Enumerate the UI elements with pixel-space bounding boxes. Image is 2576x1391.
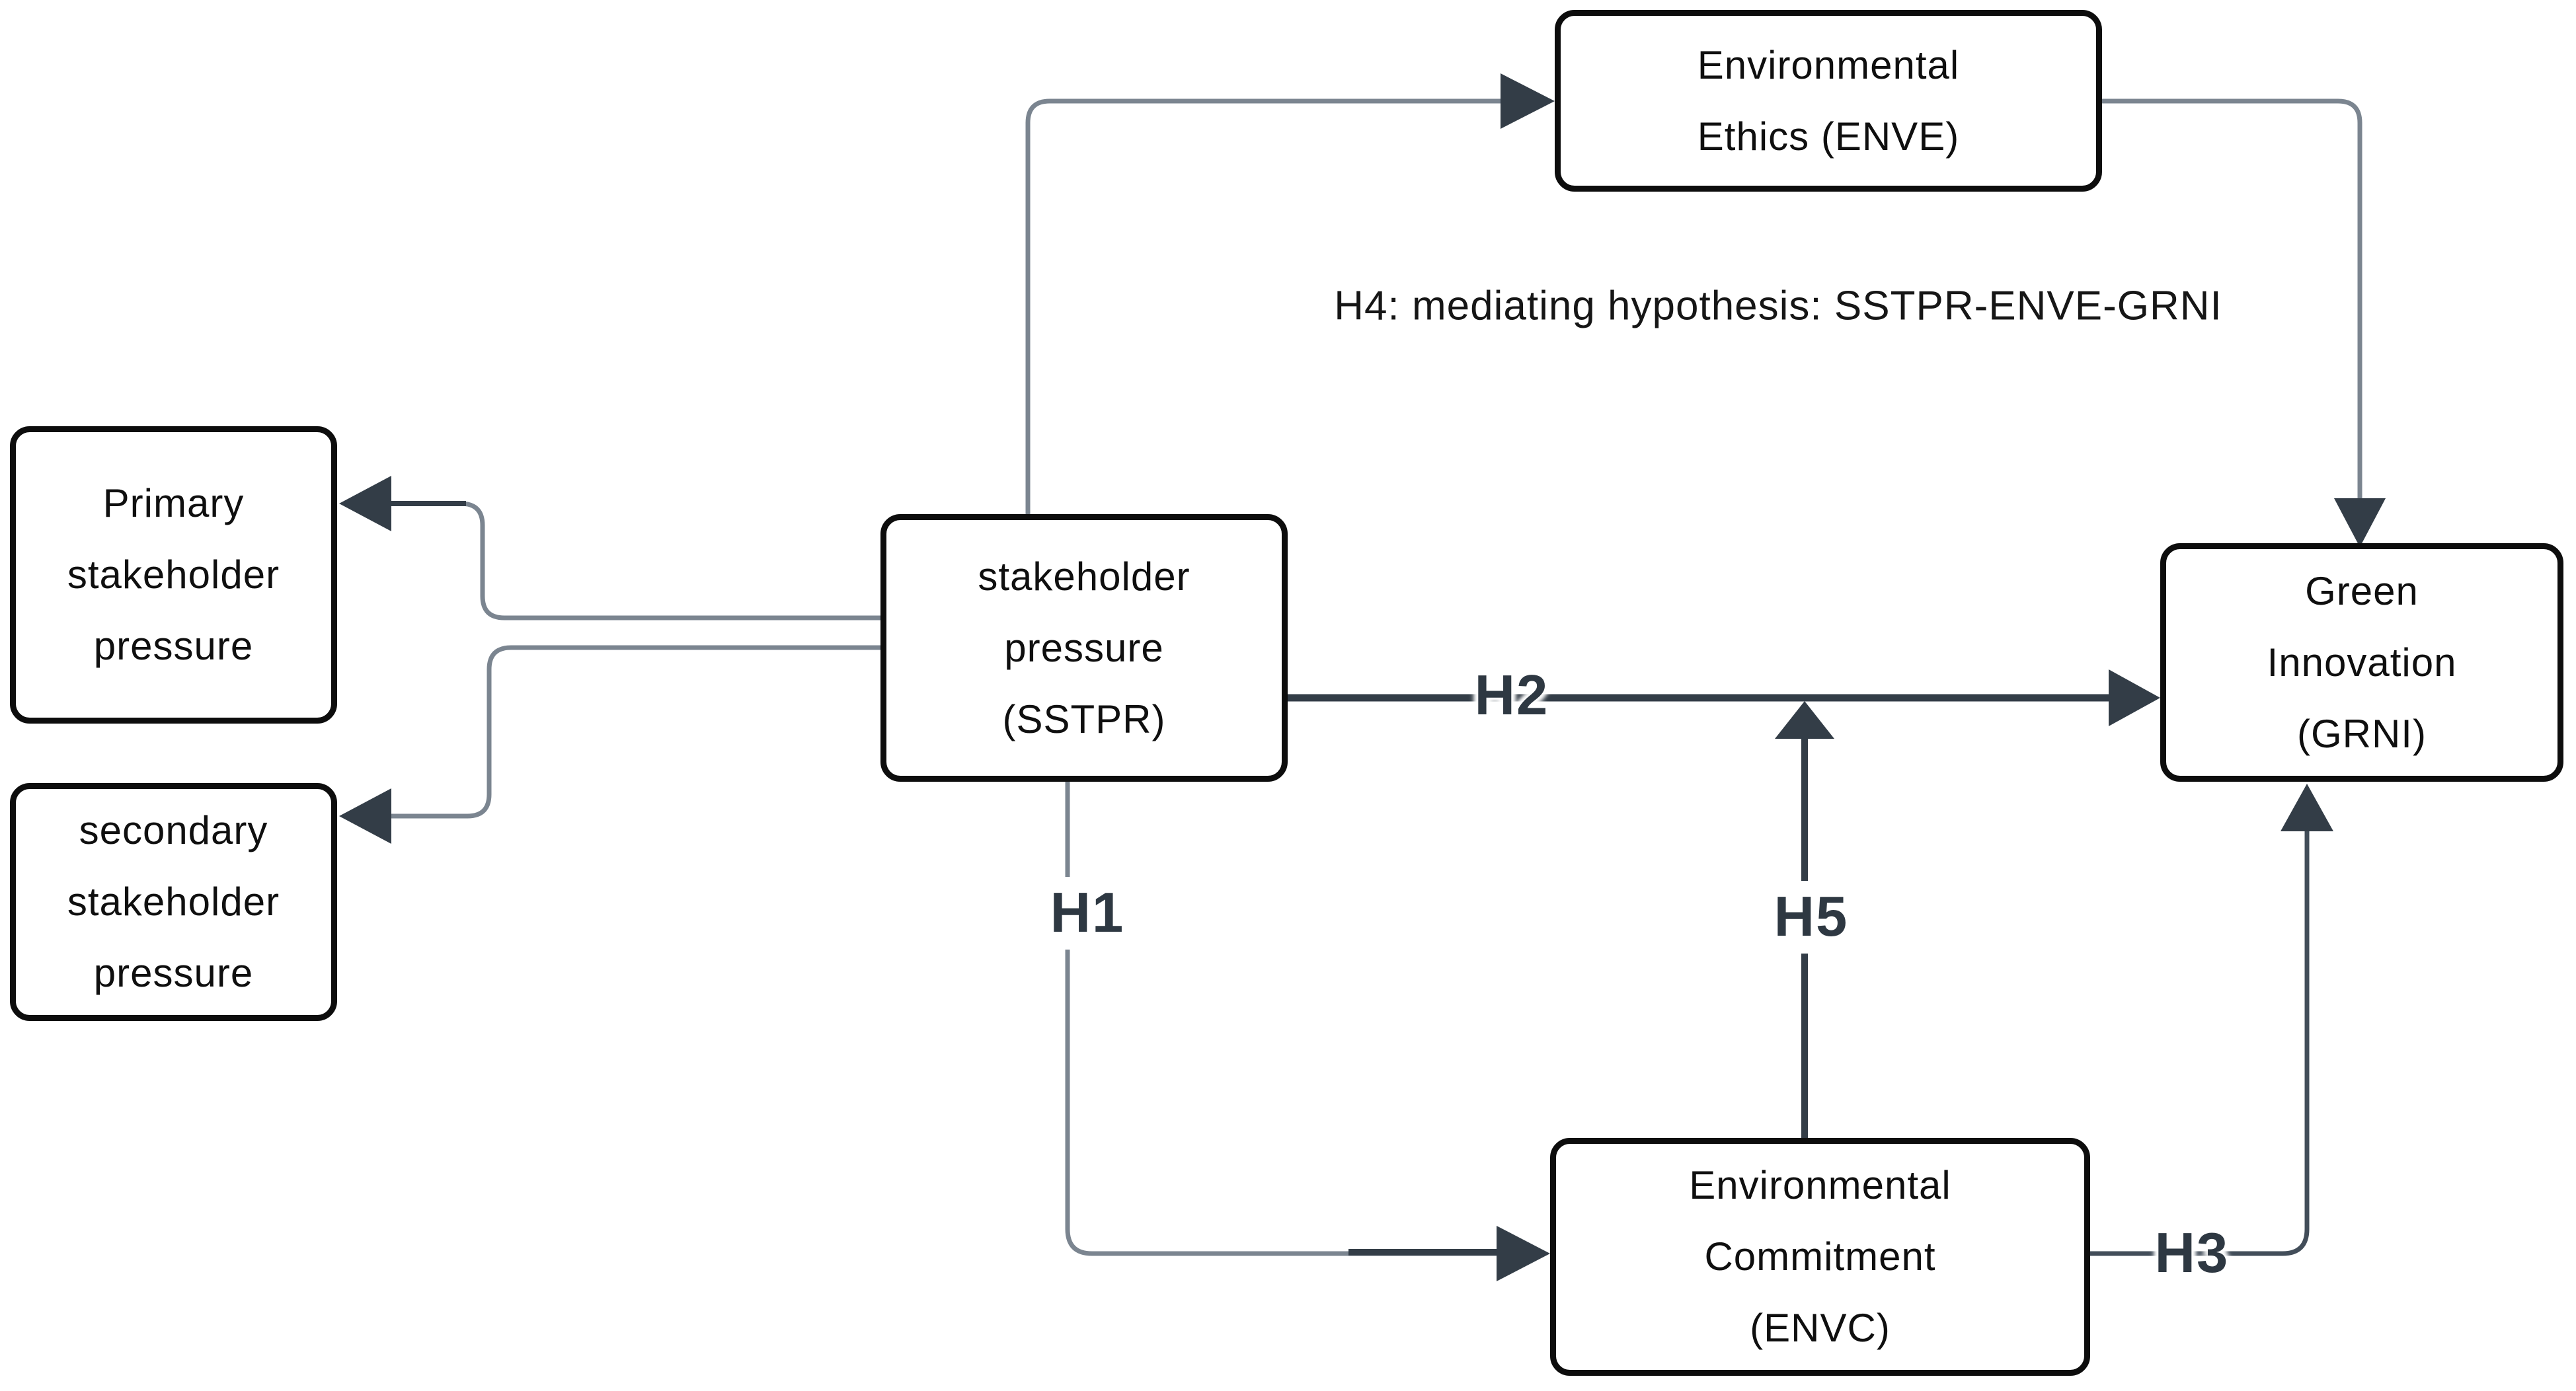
arrowhead-grni-bottom (2281, 784, 2333, 831)
box-grni-line2: Innovation (2267, 640, 2457, 685)
box-secondary-stakeholder: secondary stakeholder pressure (10, 783, 337, 1021)
arrowhead-primary (339, 476, 391, 531)
arrowhead-grni-top (2334, 498, 2386, 547)
label-h5: H5 (1763, 881, 1859, 954)
box-envc-line1: Environmental (1689, 1163, 1951, 1207)
box-envc-label: Environmental Commitment (ENVC) (1689, 1150, 1951, 1364)
arrowhead-h5 (1775, 701, 1834, 739)
label-h1: H1 (1039, 877, 1136, 950)
arrowhead-envc-left (1497, 1226, 1550, 1281)
connector-sstpr-to-enve (1025, 98, 1502, 514)
box-secondary-label: secondary stakeholder pressure (67, 795, 280, 1009)
box-envc-line2: Commitment (1704, 1234, 1936, 1279)
box-grni-line1: Green (2305, 568, 2419, 613)
connector-h3 (2090, 830, 2310, 1256)
connector-sstpr-to-primary (390, 501, 880, 620)
label-h4-note: H4: mediating hypothesis: SSTPR-ENVE-GRN… (1334, 283, 2222, 329)
box-secondary-line2: stakeholder (67, 880, 280, 924)
box-grni-line3: (GRNI) (2297, 711, 2427, 756)
box-secondary-line1: secondary (79, 808, 268, 852)
box-sstpr-line2: pressure (1004, 625, 1164, 670)
box-sstpr-line3: (SSTPR) (1002, 696, 1166, 741)
label-h3: H3 (2154, 1222, 2230, 1285)
box-primary-stakeholder: Primary stakeholder pressure (10, 426, 337, 724)
box-enve-line1: Environmental (1697, 42, 1960, 87)
connector-sstpr-to-secondary (390, 645, 880, 819)
box-sstpr: stakeholder pressure (SSTPR) (880, 514, 1288, 782)
arrowhead-enve-left (1501, 73, 1555, 129)
box-envc: Environmental Commitment (ENVC) (1550, 1138, 2090, 1376)
box-primary-line1: Primary (102, 481, 245, 525)
connector-h1 (1065, 782, 1499, 1256)
box-primary-line3: pressure (93, 624, 254, 668)
box-envc-line3: (ENVC) (1750, 1306, 1891, 1350)
box-grni-label: Green Innovation (GRNI) (2267, 556, 2457, 770)
box-secondary-line3: pressure (93, 951, 254, 995)
label-h2: H2 (1474, 664, 1549, 727)
box-grni: Green Innovation (GRNI) (2160, 543, 2563, 782)
box-sstpr-label: stakeholder pressure (SSTPR) (978, 541, 1190, 755)
box-enve-label: Environmental Ethics (ENVE) (1698, 30, 1960, 172)
box-primary-line2: stakeholder (67, 552, 280, 597)
connector-enve-to-grni (2102, 98, 2362, 500)
box-enve-line2: Ethics (ENVE) (1697, 114, 1960, 159)
arrowhead-secondary (339, 788, 391, 844)
arrowhead-grni-left (2109, 669, 2160, 726)
box-sstpr-line1: stakeholder (978, 554, 1190, 599)
box-primary-label: Primary stakeholder pressure (67, 468, 280, 682)
box-enve: Environmental Ethics (ENVE) (1555, 10, 2102, 192)
